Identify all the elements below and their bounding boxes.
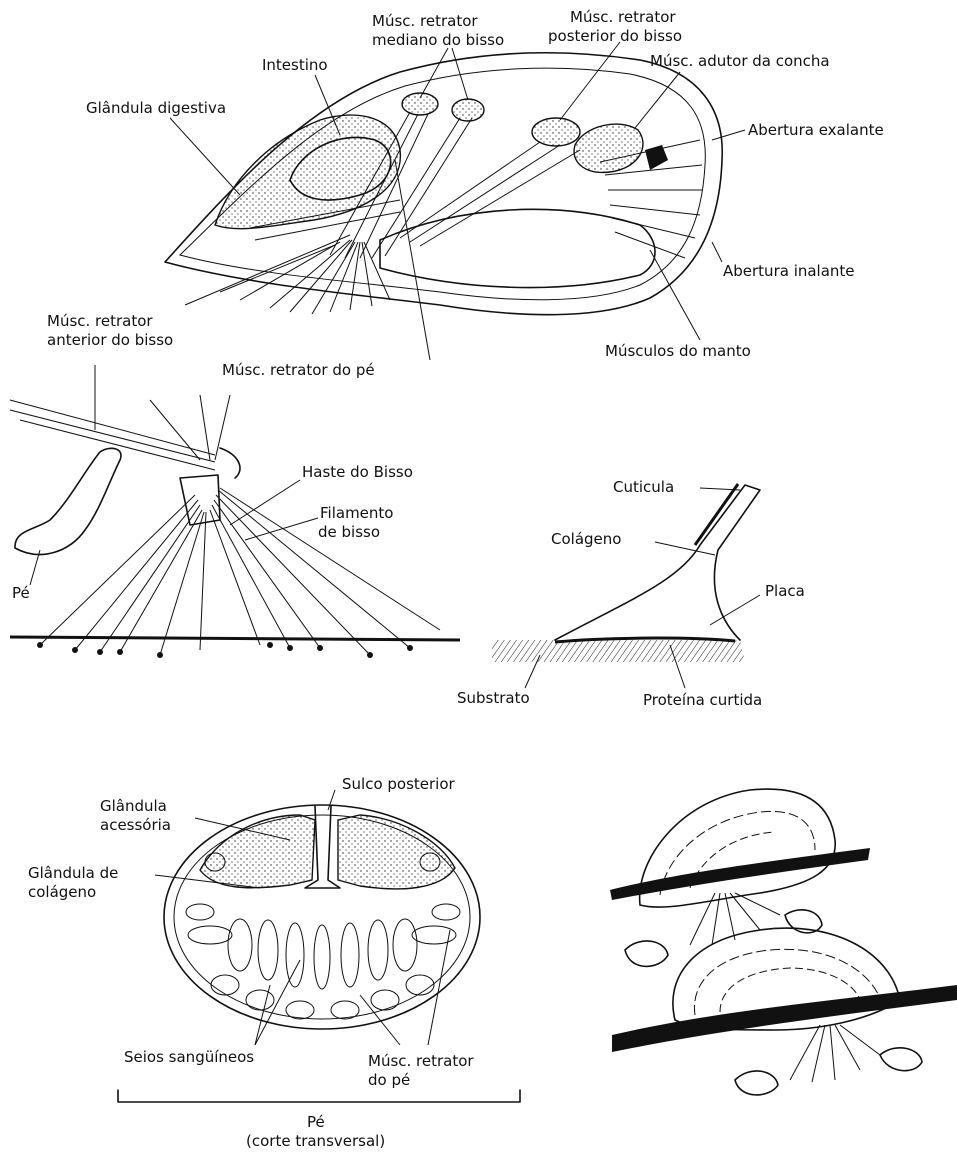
label-musc-retrator-anterior-1: Músc. retrator bbox=[47, 312, 153, 330]
label-sulco-posterior: Sulco posterior bbox=[342, 775, 456, 793]
label-abertura-inalante: Abertura inalante bbox=[723, 262, 855, 280]
substrate bbox=[492, 640, 745, 662]
labels-panel3: Cuticula Colágeno Placa Substrato Proteí… bbox=[457, 478, 805, 709]
label-musc-retrator-posterior-2: posterior do bisso bbox=[548, 27, 682, 45]
label-pe-caption-2: (corte transversal) bbox=[246, 1132, 385, 1150]
mussel-lower-byssus bbox=[790, 1025, 880, 1082]
label-glandula-acessoria-1: Glândula bbox=[100, 797, 167, 815]
mussel-upper-byssus bbox=[690, 893, 780, 945]
pebble-3 bbox=[735, 1071, 778, 1095]
leader-lines-panel2 bbox=[30, 480, 318, 585]
rock-upper bbox=[610, 848, 870, 900]
label-glandula-acessoria-2: acessória bbox=[100, 816, 171, 834]
label-musc-retrator-anterior-2: anterior do bisso bbox=[47, 331, 173, 349]
pebble-1 bbox=[625, 941, 668, 966]
label-musc-retrator-pe-2-2: do pé bbox=[368, 1071, 410, 1089]
labels-panel2: Haste do Bisso Filamento de bisso Pé bbox=[12, 463, 413, 602]
label-haste-bisso: Haste do Bisso bbox=[302, 463, 413, 481]
stem-attach bbox=[220, 448, 240, 478]
cuticle-line bbox=[695, 484, 738, 545]
mussel-anatomy-panel bbox=[165, 42, 745, 360]
label-musc-retrator-mediano-1: Músc. retrator bbox=[372, 12, 478, 30]
attached-mussels-panel bbox=[610, 789, 957, 1095]
accessory-gland bbox=[200, 815, 315, 888]
adductor-dark bbox=[645, 145, 668, 170]
accessory-gland-right bbox=[338, 815, 455, 889]
label-musc-retrator-posterior-1: Músc. retrator bbox=[570, 8, 676, 26]
label-abertura-exalante: Abertura exalante bbox=[748, 121, 884, 139]
label-filamento-bisso-1: Filamento bbox=[320, 504, 393, 522]
label-musculos-manto: Músculos do manto bbox=[605, 342, 751, 360]
label-colageno: Colágeno bbox=[551, 530, 621, 548]
label-cuticula: Cuticula bbox=[613, 478, 674, 496]
thread-attachment-panel bbox=[492, 484, 760, 688]
label-pe-caption-1: Pé bbox=[307, 1113, 325, 1131]
label-musc-retrator-mediano-2: mediano do bisso bbox=[372, 31, 504, 49]
label-placa: Placa bbox=[765, 582, 805, 600]
label-musc-retrator-pe-2-1: Músc. retrator bbox=[368, 1052, 474, 1070]
adductor-muscle bbox=[574, 124, 643, 172]
label-substrato: Substrato bbox=[457, 689, 530, 707]
label-musc-adutor: Músc. adutor da concha bbox=[650, 52, 830, 70]
plaque-thread bbox=[555, 485, 760, 640]
label-intestino: Intestino bbox=[262, 56, 328, 74]
label-proteina-curtida: Proteína curtida bbox=[643, 691, 762, 709]
retractor-posterior bbox=[532, 118, 580, 146]
retractor-median-2 bbox=[452, 99, 484, 121]
plaques bbox=[37, 642, 413, 658]
label-glandula-colageno-2: colágeno bbox=[28, 883, 96, 901]
label-glandula-digestiva: Glândula digestiva bbox=[86, 99, 226, 117]
label-glandula-colageno-1: Glândula de bbox=[28, 864, 118, 882]
label-seios-sanguineos: Seios sangüíneos bbox=[124, 1048, 254, 1066]
caption-bracket bbox=[118, 1090, 520, 1102]
digestive-gland bbox=[215, 115, 400, 229]
label-pe: Pé bbox=[12, 584, 30, 602]
foot-retractor-bundle bbox=[10, 365, 230, 470]
rock-lower bbox=[612, 985, 957, 1052]
ground-line bbox=[10, 637, 460, 640]
mantle-band bbox=[380, 209, 655, 287]
foot-shape bbox=[15, 448, 121, 554]
retractor-median bbox=[402, 93, 438, 115]
label-musc-retrator-pe: Músc. retrator do pé bbox=[222, 361, 375, 379]
label-filamento-bisso-2: de bisso bbox=[318, 523, 380, 541]
pebble-4 bbox=[880, 1048, 922, 1071]
